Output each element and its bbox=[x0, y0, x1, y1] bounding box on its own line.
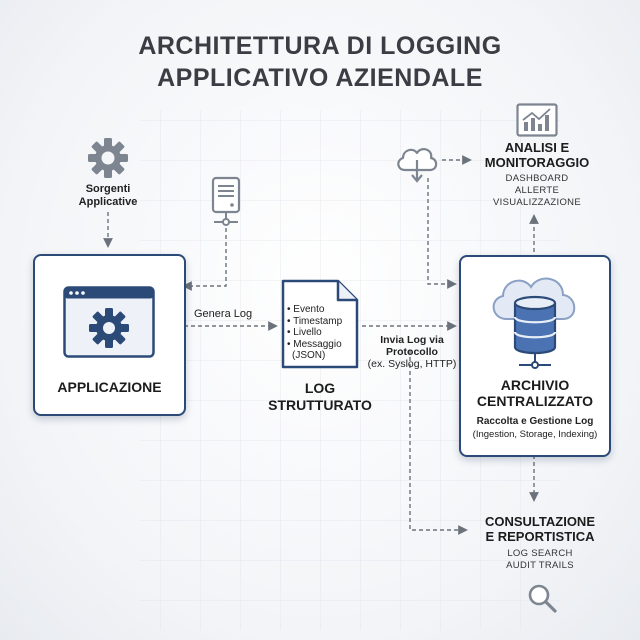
log-field-item: • Evento bbox=[287, 304, 325, 315]
arrow-cloud-to-archive bbox=[427, 178, 457, 289]
sources-label: Sorgenti Applicative bbox=[48, 183, 168, 209]
archive-card: ARCHIVIO CENTRALIZZATO Raccolta e Gestio… bbox=[459, 255, 611, 457]
database-cloud-icon bbox=[492, 277, 576, 369]
archive-subtitle-1: Raccolta e Gestione Log bbox=[476, 416, 594, 427]
archive-title-line-1: ARCHIVIO bbox=[500, 377, 570, 393]
analysis-item: DASHBOARD bbox=[505, 173, 569, 184]
gear-icon bbox=[88, 138, 128, 178]
send-log-line-3: (ex. Syslog, HTTP) bbox=[367, 358, 457, 370]
log-document-icon bbox=[281, 279, 359, 369]
send-log-label: Invia Log via Protocollo (ex. Syslog, HT… bbox=[362, 334, 462, 370]
archive-subtitle-2: (Ingestion, Storage, Indexing) bbox=[472, 429, 598, 440]
sources-line-2: Applicative bbox=[78, 196, 138, 208]
consult-title-line-2: E REPORTISTICA bbox=[485, 529, 595, 544]
archive-title-line-2: CENTRALIZZATO bbox=[476, 393, 594, 409]
log-field-list: • Evento • Timestamp • Livello • Messagg… bbox=[287, 304, 359, 362]
sources-line-1: Sorgenti bbox=[85, 183, 131, 195]
log-field-item: • Messaggio bbox=[287, 338, 342, 350]
consult-item: AUDIT TRAILS bbox=[506, 560, 574, 571]
send-log-line-1: Invia Log via bbox=[380, 334, 444, 346]
generate-log-label: Genera Log bbox=[194, 308, 253, 320]
log-title-line-1: LOG bbox=[304, 380, 336, 396]
title-line-2: APPLICATIVO AZIENDALE bbox=[157, 64, 483, 92]
archive-labels: ARCHIVIO CENTRALIZZATO Raccolta e Gestio… bbox=[461, 377, 609, 441]
log-title: LOG STRUTTURATO bbox=[260, 380, 380, 414]
analysis-item: VISUALIZZAZIONE bbox=[493, 197, 581, 208]
server-icon bbox=[211, 176, 241, 226]
search-icon bbox=[528, 584, 557, 613]
app-window-icon bbox=[63, 286, 155, 358]
consult-title-line-1: CONSULTAZIONE bbox=[484, 514, 595, 529]
analysis-title-line-2: MONITORAGGIO bbox=[484, 155, 590, 170]
arrow-server-to-app bbox=[182, 228, 227, 291]
log-field-item: • Timestamp bbox=[287, 315, 343, 327]
cloud-download-icon bbox=[397, 148, 438, 183]
log-field-item: (JSON) bbox=[292, 350, 326, 361]
log-field-item: • Livello bbox=[287, 327, 322, 338]
title-line-1: ARCHITETTURA DI LOGGING bbox=[138, 32, 502, 60]
arrow-branch-to-consult bbox=[409, 350, 468, 535]
log-title-line-2: STRUTTURATO bbox=[268, 397, 372, 413]
analysis-section: ANALISI E MONITORAGGIO DASHBOARD ALLERTE… bbox=[462, 140, 612, 209]
application-label: APPLICAZIONE bbox=[57, 379, 162, 395]
analysis-title-line-1: ANALISI E bbox=[504, 140, 570, 155]
analysis-item: ALLERTE bbox=[514, 185, 560, 196]
consult-section: CONSULTAZIONE E REPORTISTICA LOG SEARCH … bbox=[465, 514, 615, 572]
application-card: APPLICAZIONE bbox=[33, 254, 186, 416]
analytics-chart-icon bbox=[516, 103, 558, 137]
page-title: ARCHITETTURA DI LOGGING APPLICATIVO AZIE… bbox=[0, 30, 640, 94]
send-log-line-2: Protocollo bbox=[386, 346, 438, 358]
consult-item: LOG SEARCH bbox=[507, 548, 573, 559]
